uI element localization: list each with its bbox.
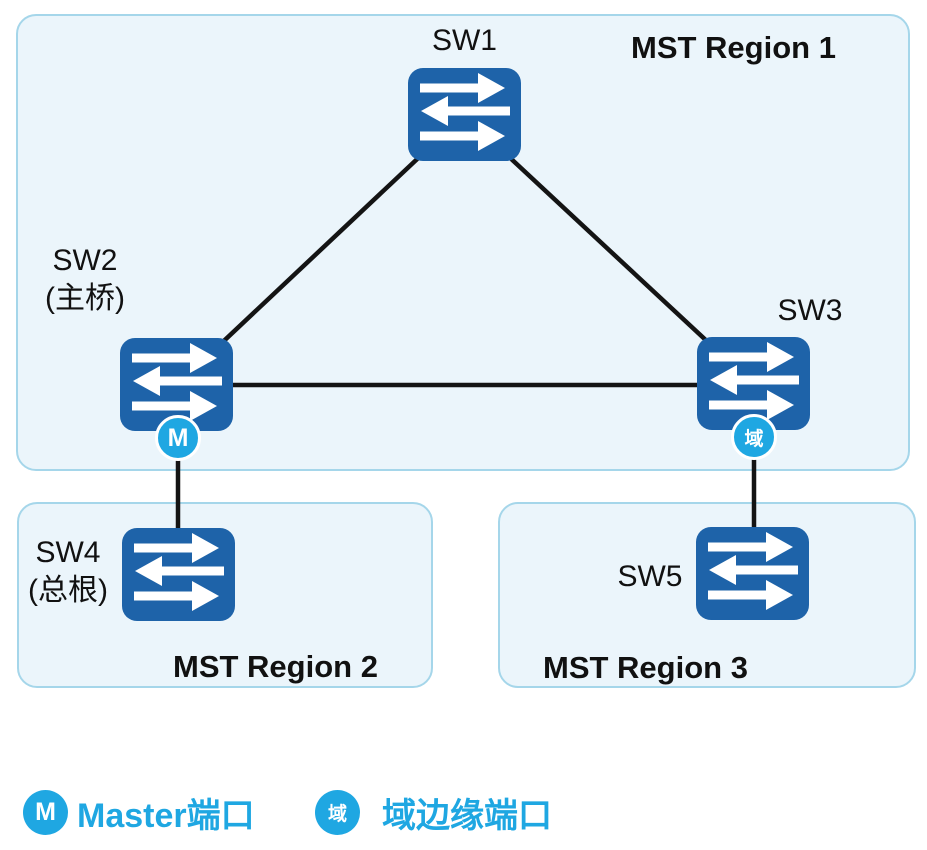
legend-item-master-port: M Master端口 (23, 788, 255, 837)
legend-badge-letter: 域 (327, 804, 347, 825)
region-title-mst-region-2: MST Region 2 (173, 649, 378, 684)
switch-icon (408, 68, 521, 161)
switch-node-sw4 (122, 528, 235, 621)
region-title-mst-region-3: MST Region 3 (543, 650, 748, 685)
master-port-badge-sw2: M (155, 415, 201, 461)
master-port-icon: M (23, 790, 68, 835)
node-role: (主桥) (45, 282, 125, 315)
switch-node-sw3 (697, 337, 810, 430)
legend-label: Master端口 (77, 797, 255, 835)
switch-node-sw5 (696, 527, 809, 620)
legend-badge-letter: M (35, 798, 56, 826)
legend-item-region-edge-port: 域 域边缘端口 (315, 788, 552, 837)
switch-icon (120, 338, 233, 431)
node-label-sw5: SW5 (605, 558, 695, 596)
region-title-mst-region-1: MST Region 1 (631, 30, 836, 65)
node-name: SW3 (777, 294, 843, 327)
node-name: SW5 (617, 560, 683, 593)
switch-node-sw2 (120, 338, 233, 431)
switch-icon (122, 528, 235, 621)
switch-icon (697, 337, 810, 430)
node-label-sw3: SW3 (765, 292, 855, 330)
switch-node-sw1 (408, 68, 521, 161)
region-edge-port-icon: 域 (315, 790, 360, 835)
node-label-sw4: SW4 (总根) (12, 534, 124, 610)
node-name: SW4 (35, 536, 101, 569)
region-edge-port-badge-letter: 域 (744, 428, 764, 450)
switch-icon (696, 527, 809, 620)
node-label-sw1: SW1 (408, 22, 521, 60)
node-name: SW2 (52, 244, 118, 277)
node-name: SW1 (431, 24, 497, 57)
master-port-badge-letter: M (167, 423, 189, 452)
region-edge-port-badge-sw3: 域 (731, 414, 777, 460)
node-label-sw2: SW2 (主桥) (25, 242, 145, 318)
legend-label: 域边缘端口 (382, 797, 552, 835)
node-role: (总根) (28, 574, 108, 607)
